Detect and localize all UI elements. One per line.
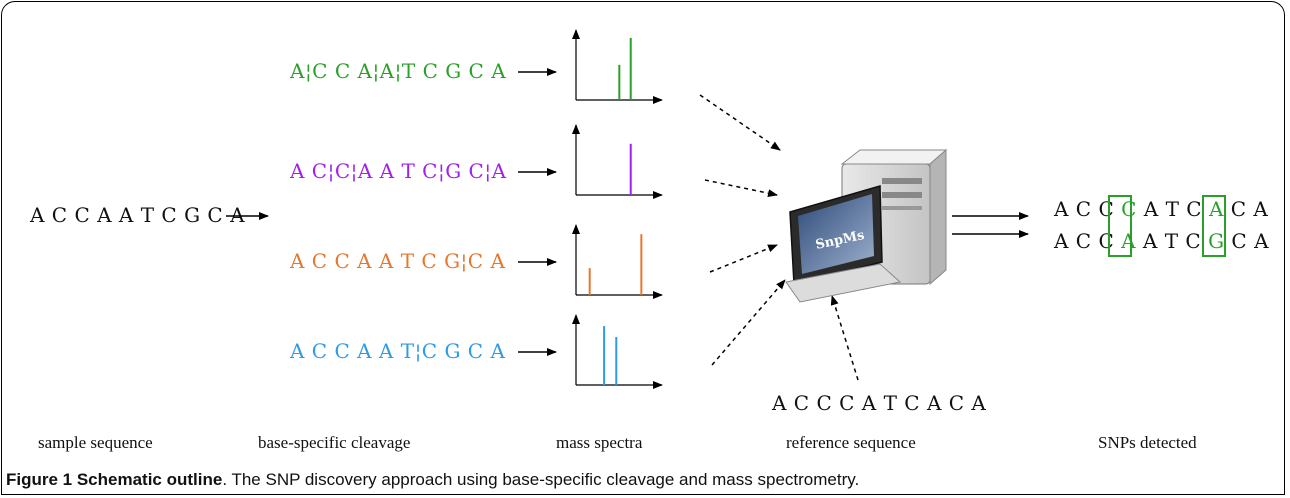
snps-detected: A C C C A T C A C AA C C A A T C G C A bbox=[1053, 195, 1269, 257]
snp-fragment: A C C bbox=[1053, 229, 1121, 253]
label-sample: sample sequence bbox=[38, 433, 153, 452]
cleavage-sequence-orange: A C C A A T C G¦C A bbox=[289, 249, 505, 273]
dashed-arrow-2 bbox=[704, 179, 778, 198]
caption-bold: Figure 1 Schematic outline bbox=[6, 470, 223, 489]
snp-base: A bbox=[1120, 229, 1136, 253]
snp-base: A bbox=[1208, 197, 1224, 221]
reference-sequence: A C C C A T C A C A bbox=[771, 391, 986, 415]
mass-spectra bbox=[572, 29, 663, 389]
figure-caption: Figure 1 Schematic outline. The SNP disc… bbox=[6, 470, 859, 490]
snp-line: A C C C A T C A C A bbox=[1053, 197, 1268, 221]
snp-base: G bbox=[1208, 229, 1224, 253]
snp-line: A C C A A T C G C A bbox=[1053, 229, 1269, 253]
cleavage-sequence-blue: A C C A A T¦C G C A bbox=[289, 339, 505, 363]
dashed-arrow-1 bbox=[699, 94, 781, 151]
label-spectra: mass spectra bbox=[556, 433, 643, 452]
cleavage-sequence-green: A¦C C A¦A¦T C G C A bbox=[289, 59, 506, 83]
dashed-arrows bbox=[699, 94, 859, 381]
dashed-arrow-4 bbox=[711, 279, 786, 366]
sample-sequence: A C C A A T C G C A bbox=[29, 203, 245, 227]
snp-box-2 bbox=[1202, 195, 1226, 257]
label-cleavage: base-specific cleavage bbox=[258, 433, 410, 452]
label-reference: reference sequence bbox=[786, 433, 916, 452]
snp-fragment: A T C bbox=[1136, 229, 1208, 253]
snp-fragment: C A bbox=[1225, 229, 1270, 253]
snp-base: C bbox=[1121, 197, 1137, 221]
cleavage-sequence-purple: A C¦C¦A A T C¦G C¦A bbox=[289, 159, 507, 183]
dashed-arrow-3 bbox=[709, 244, 778, 273]
snp-box-1 bbox=[1108, 195, 1132, 257]
label-snps: SNPs detected bbox=[1098, 433, 1197, 452]
cleavage-sequences: A¦C C A¦A¦T C G C A A C¦C¦A A T C¦G C¦A A … bbox=[289, 59, 557, 363]
snp-fragment: A C C bbox=[1053, 197, 1121, 221]
computer-icon: SnpMs bbox=[785, 148, 948, 303]
dashed-arrow-reference bbox=[830, 295, 859, 381]
snp-fragment: A T C bbox=[1137, 197, 1209, 221]
snp-fragment: C A bbox=[1224, 197, 1269, 221]
caption-text: . The SNP discovery approach using base-… bbox=[222, 470, 860, 489]
